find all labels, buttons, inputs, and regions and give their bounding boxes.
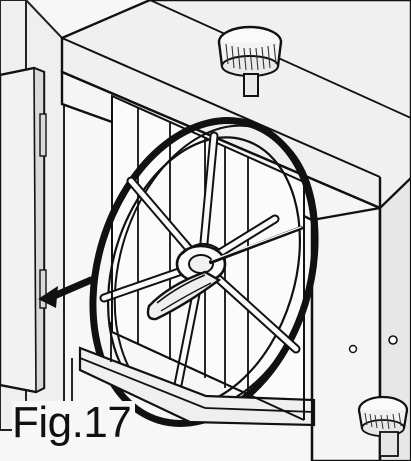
band-wheel xyxy=(89,117,319,427)
outline-accents xyxy=(111,122,381,461)
top-tension-knob xyxy=(217,25,283,97)
lower-adjustment-knob xyxy=(357,395,409,457)
screwdriver xyxy=(146,226,303,321)
figure-caption: Fig.17 xyxy=(12,401,136,445)
open-door xyxy=(0,66,47,394)
door-open-arrow xyxy=(38,276,95,308)
